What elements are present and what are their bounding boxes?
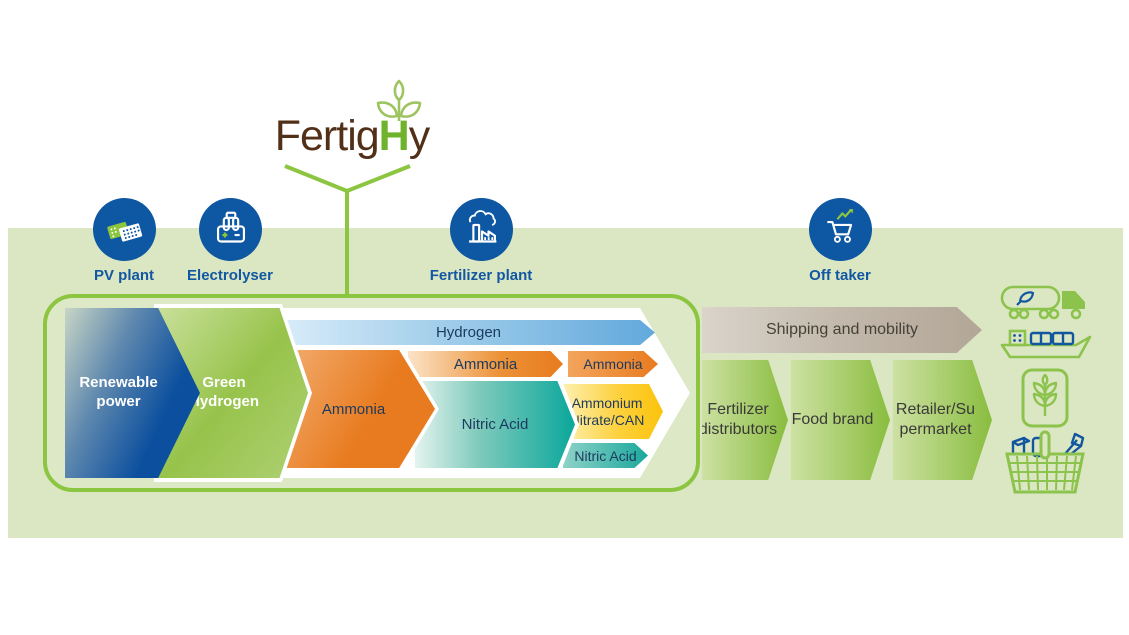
green-hydrogen-label: Green Hydrogen [188,374,259,410]
ammonia-output-label: Ammonia [583,356,643,372]
electrolyser-badge [199,198,262,261]
logo-text-primary: Fertig [274,112,380,160]
grocery-basket-icon [1005,430,1085,494]
shipping-mobility-label: Shipping and mobility [765,321,919,338]
factory-icon [468,209,496,243]
shipping-mobility-arrow: Shipping and mobility [702,307,982,353]
ammonium-nitrate-arrow: Ammonium Nitrate/CAN [563,384,663,439]
pv-plant-badge [93,198,156,261]
food-brand-label: Food brand [791,411,874,429]
logo-connector-line [284,164,411,294]
nitric-acid-output-arrow: Nitric Acid [563,443,648,468]
tanker-truck-icon [1000,285,1085,320]
fertilizer-bag-icon [1021,368,1069,428]
ammonia-primary-label: Ammonia [321,400,386,418]
retailer-supermarket-label: Retailer/Supermarket [895,401,976,438]
logo-wordmark: FertigHy [252,112,452,161]
hydrogen-stream-label: Hydrogen [435,324,502,341]
nitric-acid-stream-arrow: Nitric Acid [415,381,575,468]
ammonium-nitrate-label: Ammonium Nitrate/CAN [569,395,645,428]
pv-plant-label: PV plant [93,267,154,284]
nitric-acid-output-label: Nitric Acid [574,447,637,464]
ammonia-stream-label: Ammonia [453,355,518,373]
electrolyser-cell-icon [216,211,245,243]
fertilizer-plant-badge [450,198,513,261]
retailer-supermarket-arrow: Retailer/Supermarket [893,360,992,480]
logo-text-suffix: y [408,112,430,160]
solar-panels-icon [106,221,142,242]
nitric-acid-stream-label: Nitric Acid [461,416,529,433]
off-taker-badge [809,198,872,261]
hydrogen-stream-arrow: Hydrogen [282,320,655,345]
shopping-cart-growth-icon [826,208,853,243]
off-taker-label: Off taker [809,267,871,284]
ammonia-output-arrow: Ammonia [568,351,658,377]
sprout-icon [376,79,422,121]
food-brand-arrow: Food brand [791,360,890,480]
container-ship-icon [1000,329,1092,359]
logo-text-accent: H [378,112,410,160]
renewable-power-label: Renewable power [79,374,158,410]
fertilizer-distributors-label: Fertilizer distributors [698,401,778,438]
ammonia-stream-arrow: Ammonia [408,351,563,377]
electrolyser-label: Electrolyser [187,267,273,284]
fertilizer-plant-label: Fertilizer plant [429,267,533,284]
fertilizer-distributors-arrow: Fertilizer distributors [702,360,788,480]
